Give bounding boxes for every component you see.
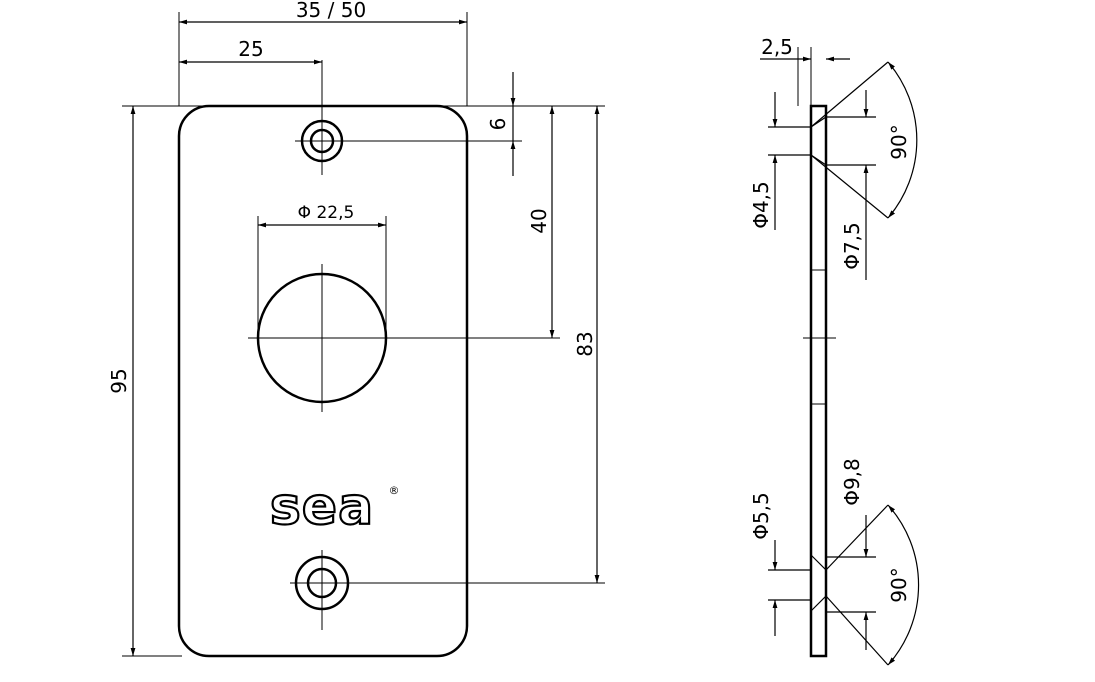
brand-logo: sea	[270, 477, 374, 537]
bottom-small-dia-label: Φ5,5	[749, 492, 773, 540]
section-marks	[797, 47, 836, 405]
hole-to-center-label: 40	[527, 208, 551, 233]
plate-section	[809, 104, 828, 658]
thickness-label: 2,5	[761, 35, 793, 59]
bottom-countersink	[768, 504, 920, 666]
hole-offset-label: 25	[238, 37, 263, 61]
plate-outline	[177, 104, 469, 658]
side-view	[760, 47, 920, 666]
height-label: 95	[107, 368, 131, 393]
side-dimension-lines	[760, 56, 869, 650]
top-angle-label: 90°	[887, 124, 911, 159]
center-hole-label: Φ 22,5	[298, 203, 355, 223]
extension-lines	[122, 12, 605, 657]
registered-mark: ®	[389, 484, 400, 497]
width-label: 35 / 50	[296, 0, 366, 22]
hole-top-label: 6	[486, 118, 510, 131]
bottom-large-dia-label: Φ9,8	[840, 458, 864, 506]
bottom-angle-label: 90°	[887, 567, 911, 602]
center-lines	[248, 60, 605, 630]
top-large-dia-label: Φ7,5	[840, 222, 864, 270]
dimension-lines	[130, 19, 600, 656]
front-view	[122, 12, 605, 658]
top-small-dia-label: Φ4,5	[749, 181, 773, 229]
hole-spacing-label: 83	[573, 331, 597, 356]
